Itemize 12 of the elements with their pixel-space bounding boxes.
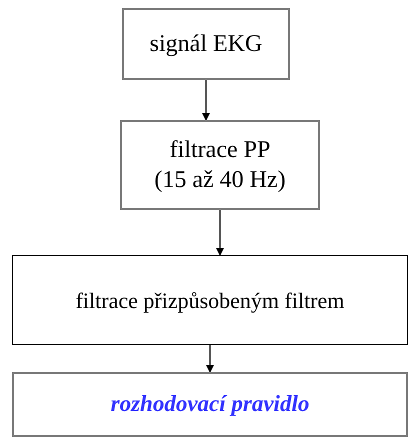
process-box <box>120 120 320 210</box>
arrow <box>216 210 224 256</box>
box-label: filtrace přizpůsobeným filtrem <box>76 286 344 315</box>
box-label: signál EKG <box>150 30 262 59</box>
process-box <box>122 8 290 80</box>
box-label: (15 až 40 Hz) <box>154 166 286 195</box>
box-label: rozhodovací pravidlo <box>110 390 310 418</box>
process-box <box>12 372 408 437</box>
arrow <box>202 80 210 121</box>
box-label: filtrace PP <box>170 136 270 165</box>
process-box <box>12 255 408 345</box>
arrow <box>206 345 214 373</box>
